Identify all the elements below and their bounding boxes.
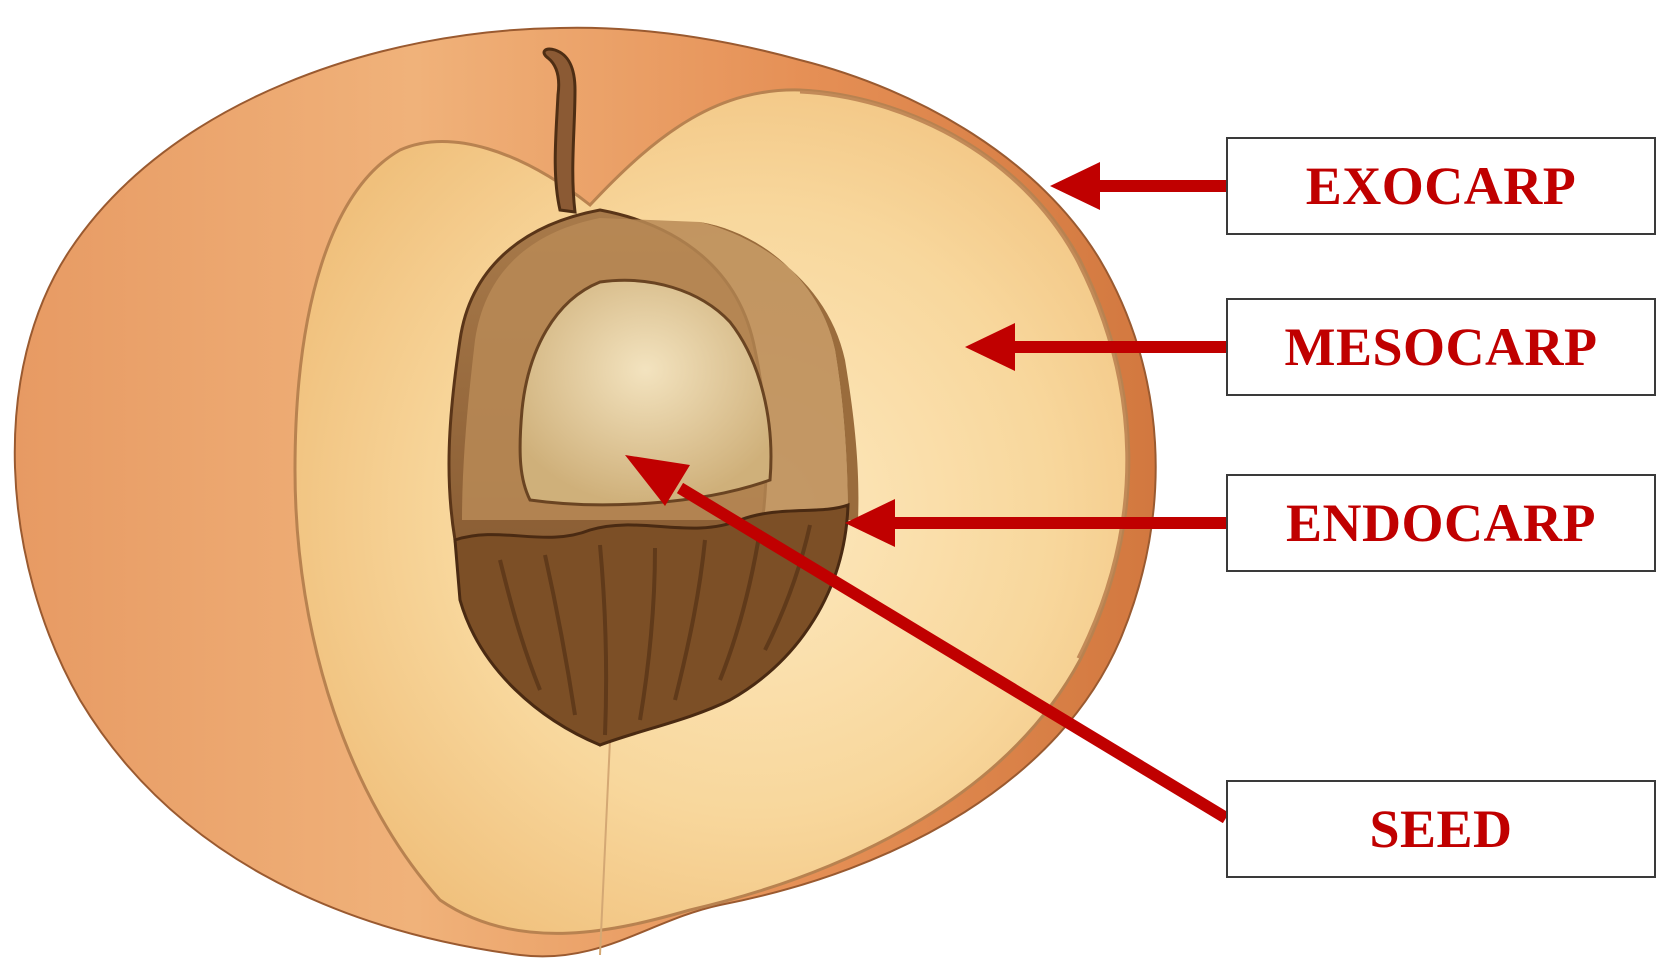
label-box-exocarp: EXOCARP xyxy=(1226,137,1656,235)
label-box-endocarp: ENDOCARP xyxy=(1226,474,1656,572)
label-seed: SEED xyxy=(1369,798,1512,860)
label-mesocarp: MESOCARP xyxy=(1285,316,1598,378)
label-box-seed: SEED xyxy=(1226,780,1656,878)
label-endocarp: ENDOCARP xyxy=(1286,492,1596,554)
label-box-mesocarp: MESOCARP xyxy=(1226,298,1656,396)
label-exocarp: EXOCARP xyxy=(1306,155,1577,217)
